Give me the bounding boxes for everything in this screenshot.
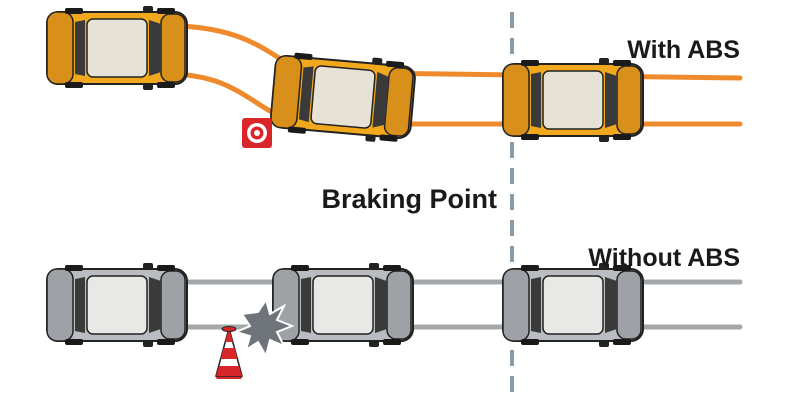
abs-car-steering [268,48,418,146]
abs-car-stopped [502,57,644,143]
noabs-car-start [46,262,188,348]
braking-point-label: Braking Point [321,184,497,214]
noabs-car-mid [272,262,414,348]
abs-path-lower [147,70,743,127]
abs-car-start [46,5,188,91]
noabs-paths [117,279,743,330]
target-icon [242,118,272,148]
noabs-car-end [502,262,644,348]
with-abs-label: With ABS [627,36,740,64]
without-abs-label: Without ABS [588,244,740,272]
traffic-cone-icon [215,325,243,379]
collision-burst-icon [233,297,295,359]
